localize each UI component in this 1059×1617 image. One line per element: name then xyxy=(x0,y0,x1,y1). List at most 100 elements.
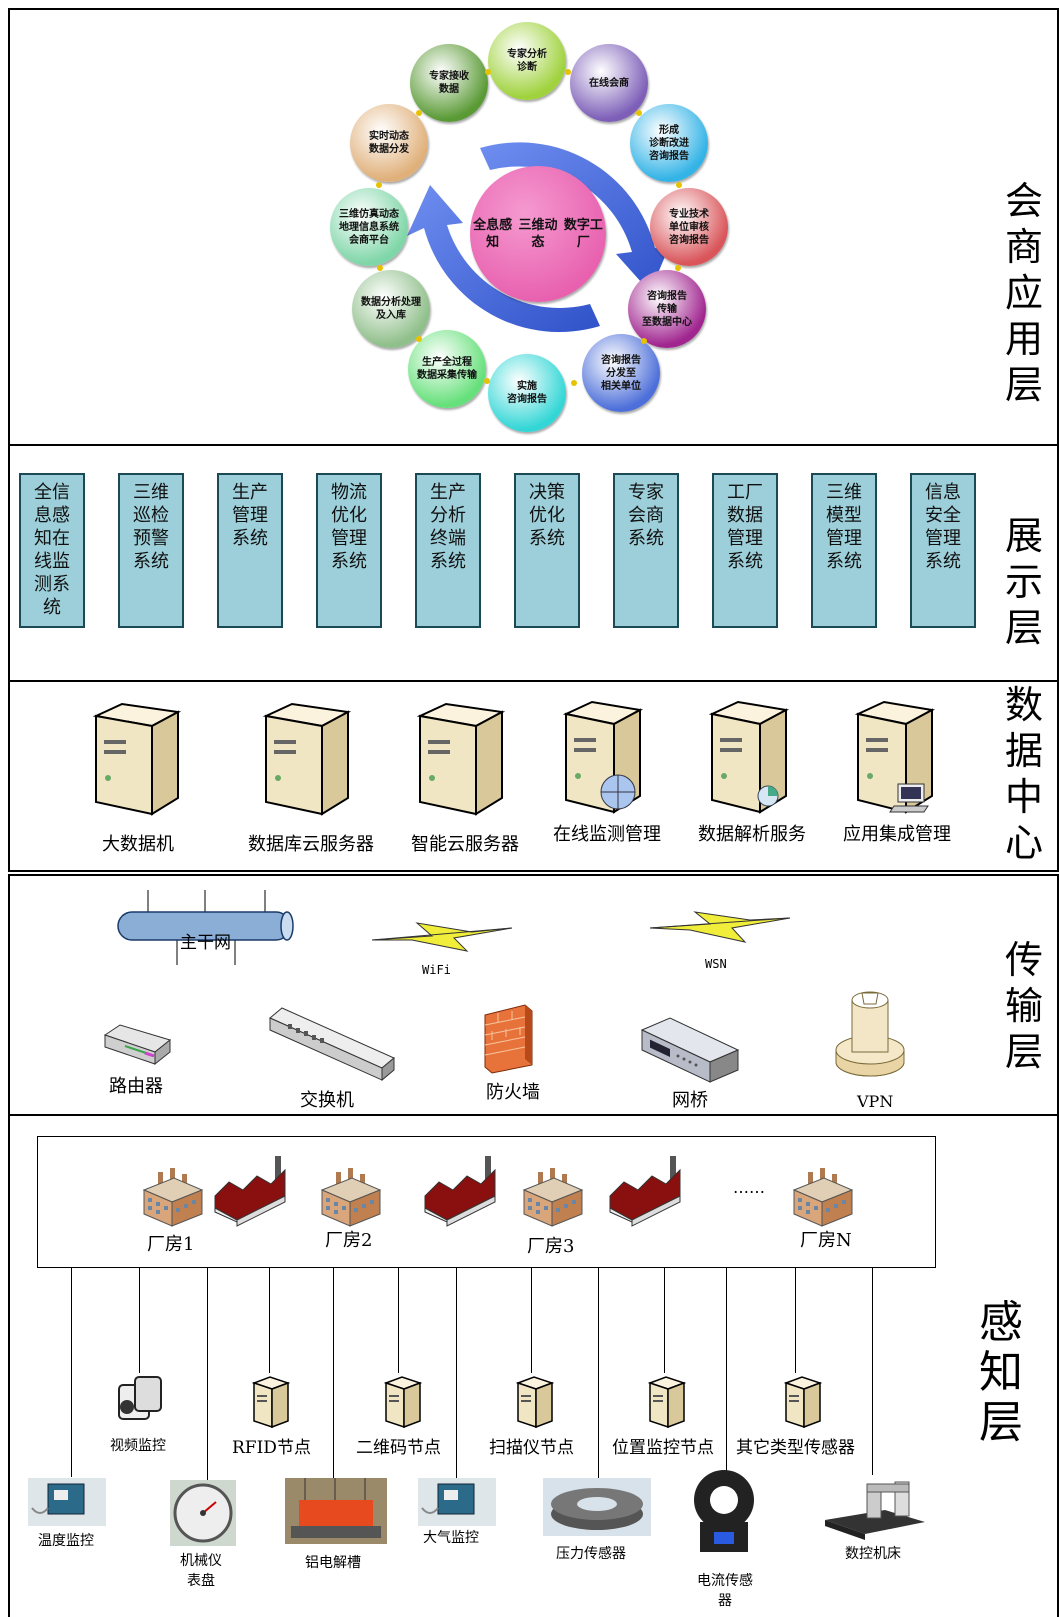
mechanical-gauge-icon xyxy=(170,1480,236,1546)
cycle-connector xyxy=(484,378,490,384)
node-label-2: RFID节点 xyxy=(232,1438,311,1458)
node-label-1: 视频监控 xyxy=(110,1438,166,1454)
cycle-node-11: 实时动态数据分发 xyxy=(350,104,428,182)
router-icon xyxy=(103,1024,172,1066)
server-icon-2 xyxy=(262,702,352,816)
factory-label-3: 厂房3 xyxy=(527,1236,575,1257)
wifi-label: WiFi xyxy=(422,963,451,977)
backbone-label: 主干网 xyxy=(180,933,231,953)
connector-line xyxy=(139,1268,140,1373)
system-box-3: 生产管理系统 xyxy=(217,473,283,628)
sensor-label-4: 大气监控 xyxy=(423,1530,479,1546)
layer-title-display: 展示层 xyxy=(1004,514,1043,650)
sensor-node-icon xyxy=(783,1376,823,1429)
pressure-sensor-icon xyxy=(543,1478,651,1536)
server-icon-3 xyxy=(416,702,506,816)
firewall-icon xyxy=(484,1004,533,1074)
system-box-1: 全信息感知在线监测系统 xyxy=(19,473,85,628)
sensor-label-7: 数控机床 xyxy=(845,1546,901,1562)
connector-line xyxy=(269,1268,270,1373)
sensor-node-icon xyxy=(647,1376,687,1429)
connector-line xyxy=(333,1268,334,1479)
factory-building-icon xyxy=(522,1168,584,1227)
factory-label-2: 厂房2 xyxy=(325,1230,373,1251)
vpn-label: VPN xyxy=(857,1092,894,1111)
cycle-arrow-right xyxy=(480,142,672,292)
server-label-1: 大数据机 xyxy=(102,834,174,855)
connector-line xyxy=(872,1268,873,1475)
node-label-5: 位置监控节点 xyxy=(612,1438,714,1458)
factory-ellipsis: …… xyxy=(733,1178,765,1197)
server-label-2: 数据库云服务器 xyxy=(248,834,374,855)
server-label-6: 应用集成管理 xyxy=(843,824,951,845)
cycle-connector xyxy=(675,265,681,271)
router-label: 路由器 xyxy=(109,1076,163,1097)
sensor-label-2: 机械仪表盘 xyxy=(180,1553,222,1589)
server-icon-1 xyxy=(92,702,182,816)
factory-label-1: 厂房1 xyxy=(147,1234,195,1255)
layer-title-perception: 感知层 xyxy=(979,1297,1023,1448)
cycle-node-12: 专家接收数据 xyxy=(410,44,488,122)
switch-label: 交换机 xyxy=(300,1090,354,1111)
factory-building-icon xyxy=(320,1168,382,1227)
server-icon-6 xyxy=(854,700,936,814)
node-label-3: 二维码节点 xyxy=(356,1438,441,1458)
server-icon-5 xyxy=(708,700,790,814)
factory-building-icon xyxy=(792,1168,854,1227)
video-camera-icon xyxy=(118,1376,162,1420)
cycle-arrows xyxy=(407,142,672,333)
perception-layer xyxy=(8,1114,1059,1617)
cycle-arrow-left xyxy=(407,185,600,333)
cycle-connector xyxy=(485,69,491,75)
wsn-icon xyxy=(649,911,791,943)
cycle-node-6: 咨询报告分发至相关单位 xyxy=(582,334,660,412)
server-label-5: 数据解析服务 xyxy=(698,824,806,845)
cycle-connector xyxy=(676,182,682,188)
cycle-connector xyxy=(416,336,422,342)
connector-line xyxy=(726,1268,727,1485)
backbone-network xyxy=(117,890,294,965)
vpn-icon xyxy=(835,991,905,1077)
cycle-node-4: 专业技术单位审核咨询报告 xyxy=(650,188,728,266)
sensor-label-3: 铝电解槽 xyxy=(305,1555,361,1571)
firewall-label: 防火墙 xyxy=(486,1082,540,1103)
connector-line xyxy=(531,1268,532,1373)
switch-icon xyxy=(269,1007,395,1082)
connector-line xyxy=(398,1268,399,1373)
factory-plant-icon xyxy=(214,1156,286,1227)
factory-plant-icon xyxy=(609,1156,681,1227)
temperature-monitor-icon xyxy=(418,1478,496,1526)
connector-line xyxy=(71,1268,72,1477)
layer-title-app: 会商应用层 xyxy=(1004,179,1043,407)
sensor-label-1: 温度监控 xyxy=(38,1533,94,1549)
factory-building-icon xyxy=(142,1168,204,1227)
aluminum-electrolytic-cell-icon xyxy=(285,1478,387,1544)
server-icon-4 xyxy=(562,700,644,814)
connector-line xyxy=(664,1268,665,1373)
cycle-node-5: 咨询报告传输至数据中心 xyxy=(628,270,706,348)
connector-line xyxy=(598,1268,599,1485)
cycle-node-10: 三维仿真动态地理信息系统会商平台 xyxy=(330,188,408,266)
current-sensor-icon xyxy=(694,1470,754,1552)
layer-title-datacenter: 数据中心 xyxy=(1004,683,1043,865)
cycle-connector xyxy=(377,265,383,271)
node-label-4: 扫描仪节点 xyxy=(489,1438,574,1458)
bridge-label: 网桥 xyxy=(672,1090,708,1111)
sensor-label-6: 电流传感器 xyxy=(697,1573,753,1609)
system-box-4: 物流优化管理系统 xyxy=(316,473,382,628)
connector-line xyxy=(207,1268,208,1485)
wsn-label: WSN xyxy=(705,957,727,971)
cycle-connector xyxy=(565,69,571,75)
cycle-node-2: 在线会商 xyxy=(570,44,648,122)
server-label-3: 智能云服务器 xyxy=(411,834,519,855)
wifi-icon xyxy=(371,922,513,952)
bridge-icon xyxy=(640,1017,740,1083)
node-label-6: 其它类型传感器 xyxy=(736,1438,855,1458)
cycle-node-9: 数据分析处理及入库 xyxy=(352,270,430,348)
system-box-8: 工厂数据管理系统 xyxy=(712,473,778,628)
sensor-label-5: 压力传感器 xyxy=(556,1546,626,1562)
cycle-connector xyxy=(636,110,642,116)
connector-line xyxy=(456,1268,457,1479)
cycle-connector xyxy=(571,380,577,386)
sensor-node-icon xyxy=(383,1376,423,1429)
